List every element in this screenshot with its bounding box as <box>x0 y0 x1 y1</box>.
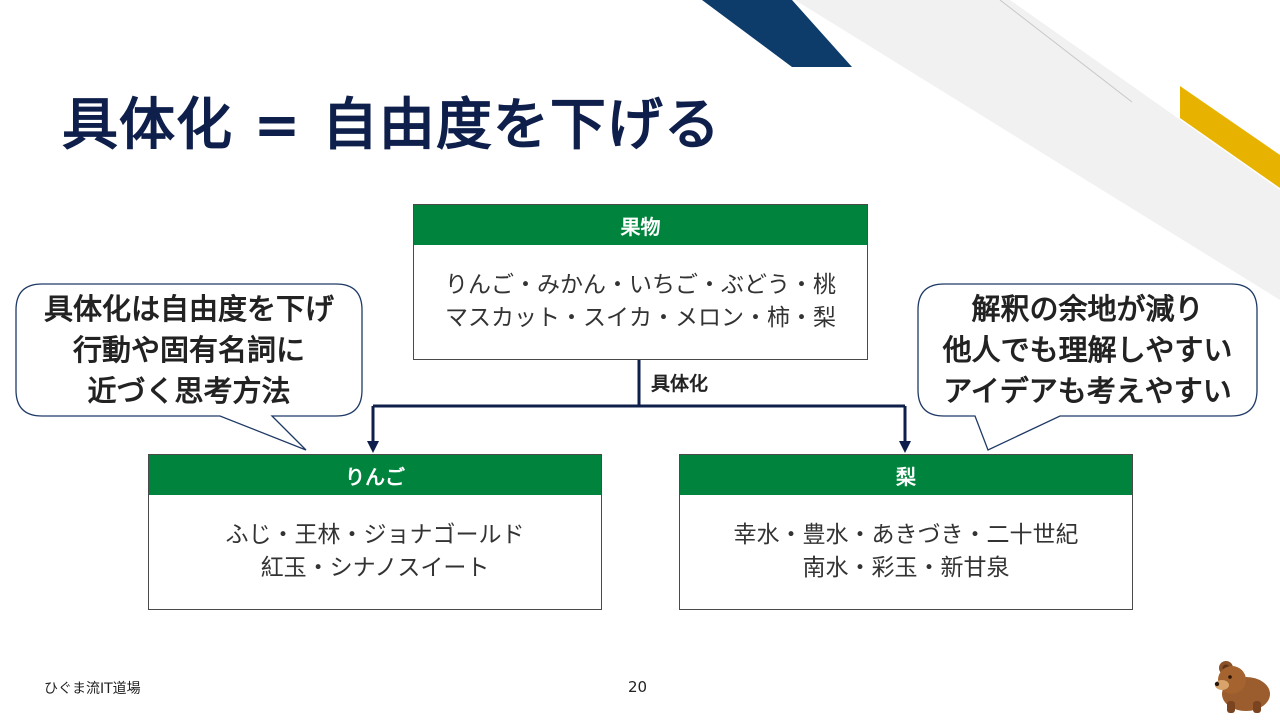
callout-line: 近づく思考方法 <box>87 374 291 408</box>
left-callout-bubble <box>15 283 363 451</box>
callout-line: 解釈の余地が減り <box>971 292 1204 326</box>
child-header-pear: 梨 <box>680 455 1132 495</box>
child-box-apple: りんご ふじ・王林・ジョナゴールド 紅玉・シナノスイート <box>148 454 602 610</box>
right-callout-text: 解釈の余地が減り 他人でも理解しやすい アイデアも考えやすい <box>919 289 1256 412</box>
right-arrowhead <box>899 441 911 453</box>
pear-variety-line: 南水・彩玉・新甘泉 <box>802 555 1010 581</box>
bear-icon <box>1214 661 1270 713</box>
callout-line: 他人でも理解しやすい <box>942 333 1233 367</box>
thin-diagonal-line <box>999 0 1133 103</box>
pear-variety-line: 幸水・豊水・あきづき・二十世紀 <box>733 522 1079 548</box>
root-item-line: マスカット・スイカ・メロン・柿・梨 <box>445 305 836 331</box>
child-body-apple: ふじ・王林・ジョナゴールド 紅玉・シナノスイート <box>149 495 601 609</box>
right-callout-bubble <box>917 283 1258 451</box>
apple-variety-line: 紅玉・シナノスイート <box>260 555 490 581</box>
apple-variety-line: ふじ・王林・ジョナゴールド <box>225 522 525 548</box>
navy-stripe <box>702 0 852 67</box>
edge-label: 具体化 <box>651 373 709 395</box>
root-category-box: 果物 りんご・みかん・いちご・ぶどう・桃 マスカット・スイカ・メロン・柿・梨 <box>413 204 868 360</box>
slide-title: 具体化 = 自由度を下げる <box>62 93 721 158</box>
callout-line: アイデアも考えやすい <box>943 374 1232 408</box>
root-category-body: りんご・みかん・いちご・ぶどう・桃 マスカット・スイカ・メロン・柿・梨 <box>414 245 867 359</box>
root-item-line: りんご・みかん・いちご・ぶどう・桃 <box>445 272 836 298</box>
footer-brand: ひぐま流IT道場 <box>44 681 141 697</box>
left-arrowhead <box>367 441 379 453</box>
page-number: 20 <box>628 678 648 696</box>
gold-stripe <box>1180 86 1280 188</box>
root-category-header: 果物 <box>414 205 867 245</box>
callout-line: 行動や固有名詞に <box>72 333 305 367</box>
child-header-apple: りんご <box>149 455 601 495</box>
callout-line: 具体化は自由度を下げ <box>43 292 334 326</box>
left-callout-text: 具体化は自由度を下げ 行動や固有名詞に 近づく思考方法 <box>18 289 360 412</box>
child-box-pear: 梨 幸水・豊水・あきづき・二十世紀 南水・彩玉・新甘泉 <box>679 454 1133 610</box>
gray-diagonal-band <box>795 0 1280 300</box>
child-body-pear: 幸水・豊水・あきづき・二十世紀 南水・彩玉・新甘泉 <box>680 495 1132 609</box>
